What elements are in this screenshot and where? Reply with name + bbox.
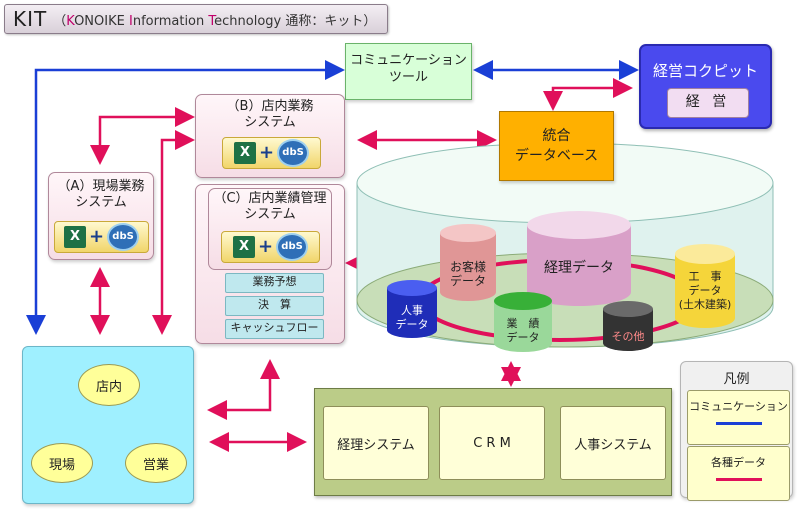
plus-icon: +: [88, 226, 105, 247]
excel-icon: X: [232, 236, 255, 258]
system-c-line1: （C）店内業績管理: [213, 191, 327, 206]
data-line-site-c: [207, 359, 280, 420]
field-oval[interactable]: 現場: [31, 443, 93, 483]
comm-line-site: [26, 60, 345, 335]
excel-icon: X: [63, 226, 86, 248]
integrated-db-line1: 統合: [542, 128, 571, 144]
comm-tool-line1: コミュニケーション: [350, 53, 467, 68]
system-c-header: （C）店内業績管理 システム X + dbS: [208, 188, 332, 270]
performance-data-cylinder: [494, 292, 552, 352]
title-subtitle: （KONOIKE Information Technology 通称：キット）: [53, 13, 377, 29]
site-box: 店内 現場 営業: [22, 346, 194, 504]
dbs-logo-icon: dbS: [107, 223, 140, 251]
hr-data-label: 人事 データ: [395, 304, 429, 331]
legend-data-line: [716, 478, 762, 481]
system-a-logos: X + dbS: [54, 221, 149, 253]
management-cockpit-box[interactable]: 経営コクピット 経 営: [639, 44, 772, 129]
legend-title: 凡例: [723, 372, 750, 387]
plus-icon: +: [257, 236, 274, 257]
plus-icon: +: [258, 142, 275, 163]
customer-data-cylinder: [440, 224, 496, 301]
dbs-logo-icon: dbS: [276, 233, 309, 261]
accounting-data-cylinder: [527, 211, 631, 306]
data-line-b-a: [90, 107, 195, 165]
crm-system-box[interactable]: C R M: [439, 406, 545, 480]
cockpit-title: 経営コクピット: [652, 62, 758, 80]
sales-oval[interactable]: 営業: [125, 443, 187, 483]
hr-data-cylinder: [387, 280, 437, 338]
integrated-database-box[interactable]: 統合 データベース: [499, 111, 614, 181]
integrated-db-line2: データベース: [514, 148, 599, 164]
cockpit-management-label: 経 営: [667, 88, 749, 118]
legend-item-communication: コミュニケーション: [687, 390, 790, 445]
accounting-system-box[interactable]: 経理システム: [323, 406, 429, 480]
system-b-logos: X + dbS: [222, 137, 321, 169]
excel-icon: X: [233, 142, 256, 164]
other-data-label: その他: [611, 330, 645, 343]
legend-comm-label: コミュニケーション: [689, 400, 788, 413]
system-a-line2: システム: [75, 195, 127, 210]
construction-data-cylinder: [675, 244, 735, 328]
performance-data-label: 業 績 データ: [506, 317, 540, 344]
accounting-data-label: 経理データ: [544, 260, 614, 276]
construction-data-label: 工 事 データ (土木建築): [678, 270, 732, 311]
system-a-line1: （A）現場業務: [57, 179, 145, 194]
system-b-box[interactable]: （B）店内業務 システム X + dbS: [195, 94, 345, 178]
system-c-item-cashflow[interactable]: キャッシュフロー: [225, 319, 324, 339]
customer-data-label: お客様 データ: [449, 260, 486, 288]
comm-tool-line2: ツール: [388, 70, 428, 85]
other-data-cylinder: [603, 301, 653, 351]
hr-system-box[interactable]: 人事システム: [560, 406, 666, 480]
system-c-line2: システム: [244, 207, 296, 222]
legend-comm-line: [716, 422, 762, 425]
title-main: KIT: [13, 7, 48, 31]
communication-tool-box[interactable]: コミュニケーション ツール: [345, 43, 472, 100]
legend-item-data: 各種データ: [687, 446, 790, 501]
system-b-line2: システム: [244, 115, 296, 130]
title-bar: KIT （KONOIKE Information Technology 通称：キ…: [4, 4, 388, 34]
data-line-b-site: [152, 130, 195, 335]
system-c-item-settlement[interactable]: 決 算: [225, 296, 324, 316]
business-systems-panel: 経理システム C R M 人事システム: [314, 388, 672, 496]
legend-data-label: 各種データ: [711, 456, 766, 469]
legend-box: 凡例 コミュニケーション 各種データ: [680, 361, 793, 501]
data-line-db-cockpit: [543, 78, 633, 111]
system-b-line1: （B）店内業務: [226, 99, 314, 114]
system-c-item-forecast[interactable]: 業務予想: [225, 273, 324, 293]
dbs-logo-icon: dbS: [277, 139, 310, 167]
system-a-box[interactable]: （A）現場業務 システム X + dbS: [48, 172, 154, 260]
shop-oval[interactable]: 店内: [78, 364, 140, 406]
system-c-logos: X + dbS: [221, 231, 320, 263]
